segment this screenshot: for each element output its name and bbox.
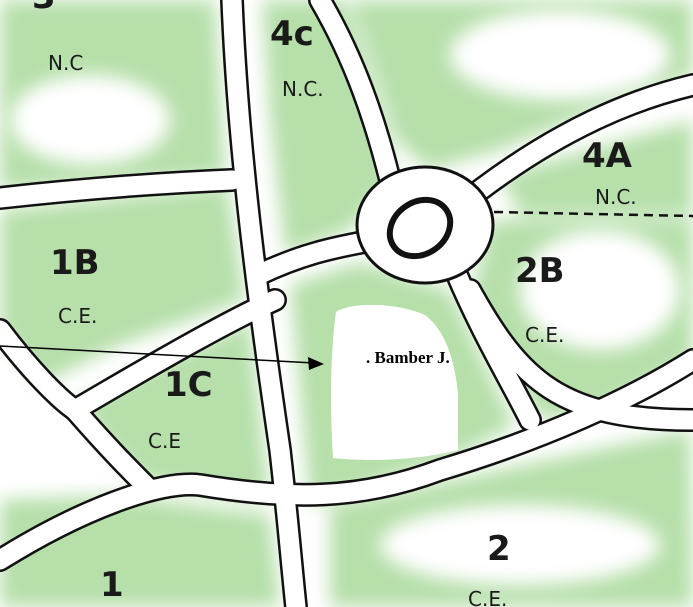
white-patches — [10, 10, 680, 585]
zone-3: 3 N.C — [32, 0, 83, 75]
svg-text:1C: 1C — [164, 365, 213, 405]
svg-text:4A: 4A — [582, 136, 633, 176]
roundabout-island — [386, 196, 454, 260]
zone-2: 2 C.E. — [468, 529, 511, 607]
zone-1: 1 — [100, 565, 124, 605]
patch-bottom-right — [380, 505, 660, 585]
zone-1b: 1B C.E. — [50, 243, 100, 328]
area-bottom-left — [0, 495, 280, 607]
svg-text:C.E: C.E — [148, 429, 181, 453]
svg-text:N.C: N.C — [48, 51, 83, 75]
zone-2b: 2B C.E. — [515, 251, 565, 347]
area-4a — [500, 120, 693, 215]
roundabout — [355, 165, 495, 285]
svg-text:C.E.: C.E. — [58, 304, 97, 328]
zone-labels: 3 N.C 4c N.C. 4A N.C. 1B C.E. 2B C.E. 1C… — [32, 0, 637, 607]
svg-text:1: 1 — [100, 565, 124, 605]
arrow-head-icon — [308, 357, 324, 370]
svg-text:C.E.: C.E. — [468, 587, 507, 607]
bamber-label: . Bamber J. — [366, 348, 450, 367]
svg-text:N.C.: N.C. — [282, 77, 324, 101]
zone-1c: 1C C.E — [148, 365, 213, 453]
svg-text:2B: 2B — [515, 251, 565, 291]
pointer-arrow — [0, 345, 324, 370]
svg-text:2: 2 — [487, 529, 511, 569]
patch-top-right — [450, 10, 670, 100]
svg-text:C.E.: C.E. — [525, 323, 564, 347]
dashed-boundary — [493, 210, 693, 218]
svg-text:4c: 4c — [270, 14, 314, 54]
svg-text:N.C.: N.C. — [595, 185, 637, 209]
area-1b — [0, 185, 245, 385]
zone-4c: 4c N.C. — [270, 14, 324, 101]
bamber-plot — [331, 304, 458, 460]
patch-top-left — [10, 75, 170, 165]
patch-2b — [520, 230, 680, 350]
svg-text:1B: 1B — [50, 243, 100, 283]
zone-4a: 4A N.C. — [582, 136, 637, 209]
svg-text:3: 3 — [32, 0, 56, 17]
